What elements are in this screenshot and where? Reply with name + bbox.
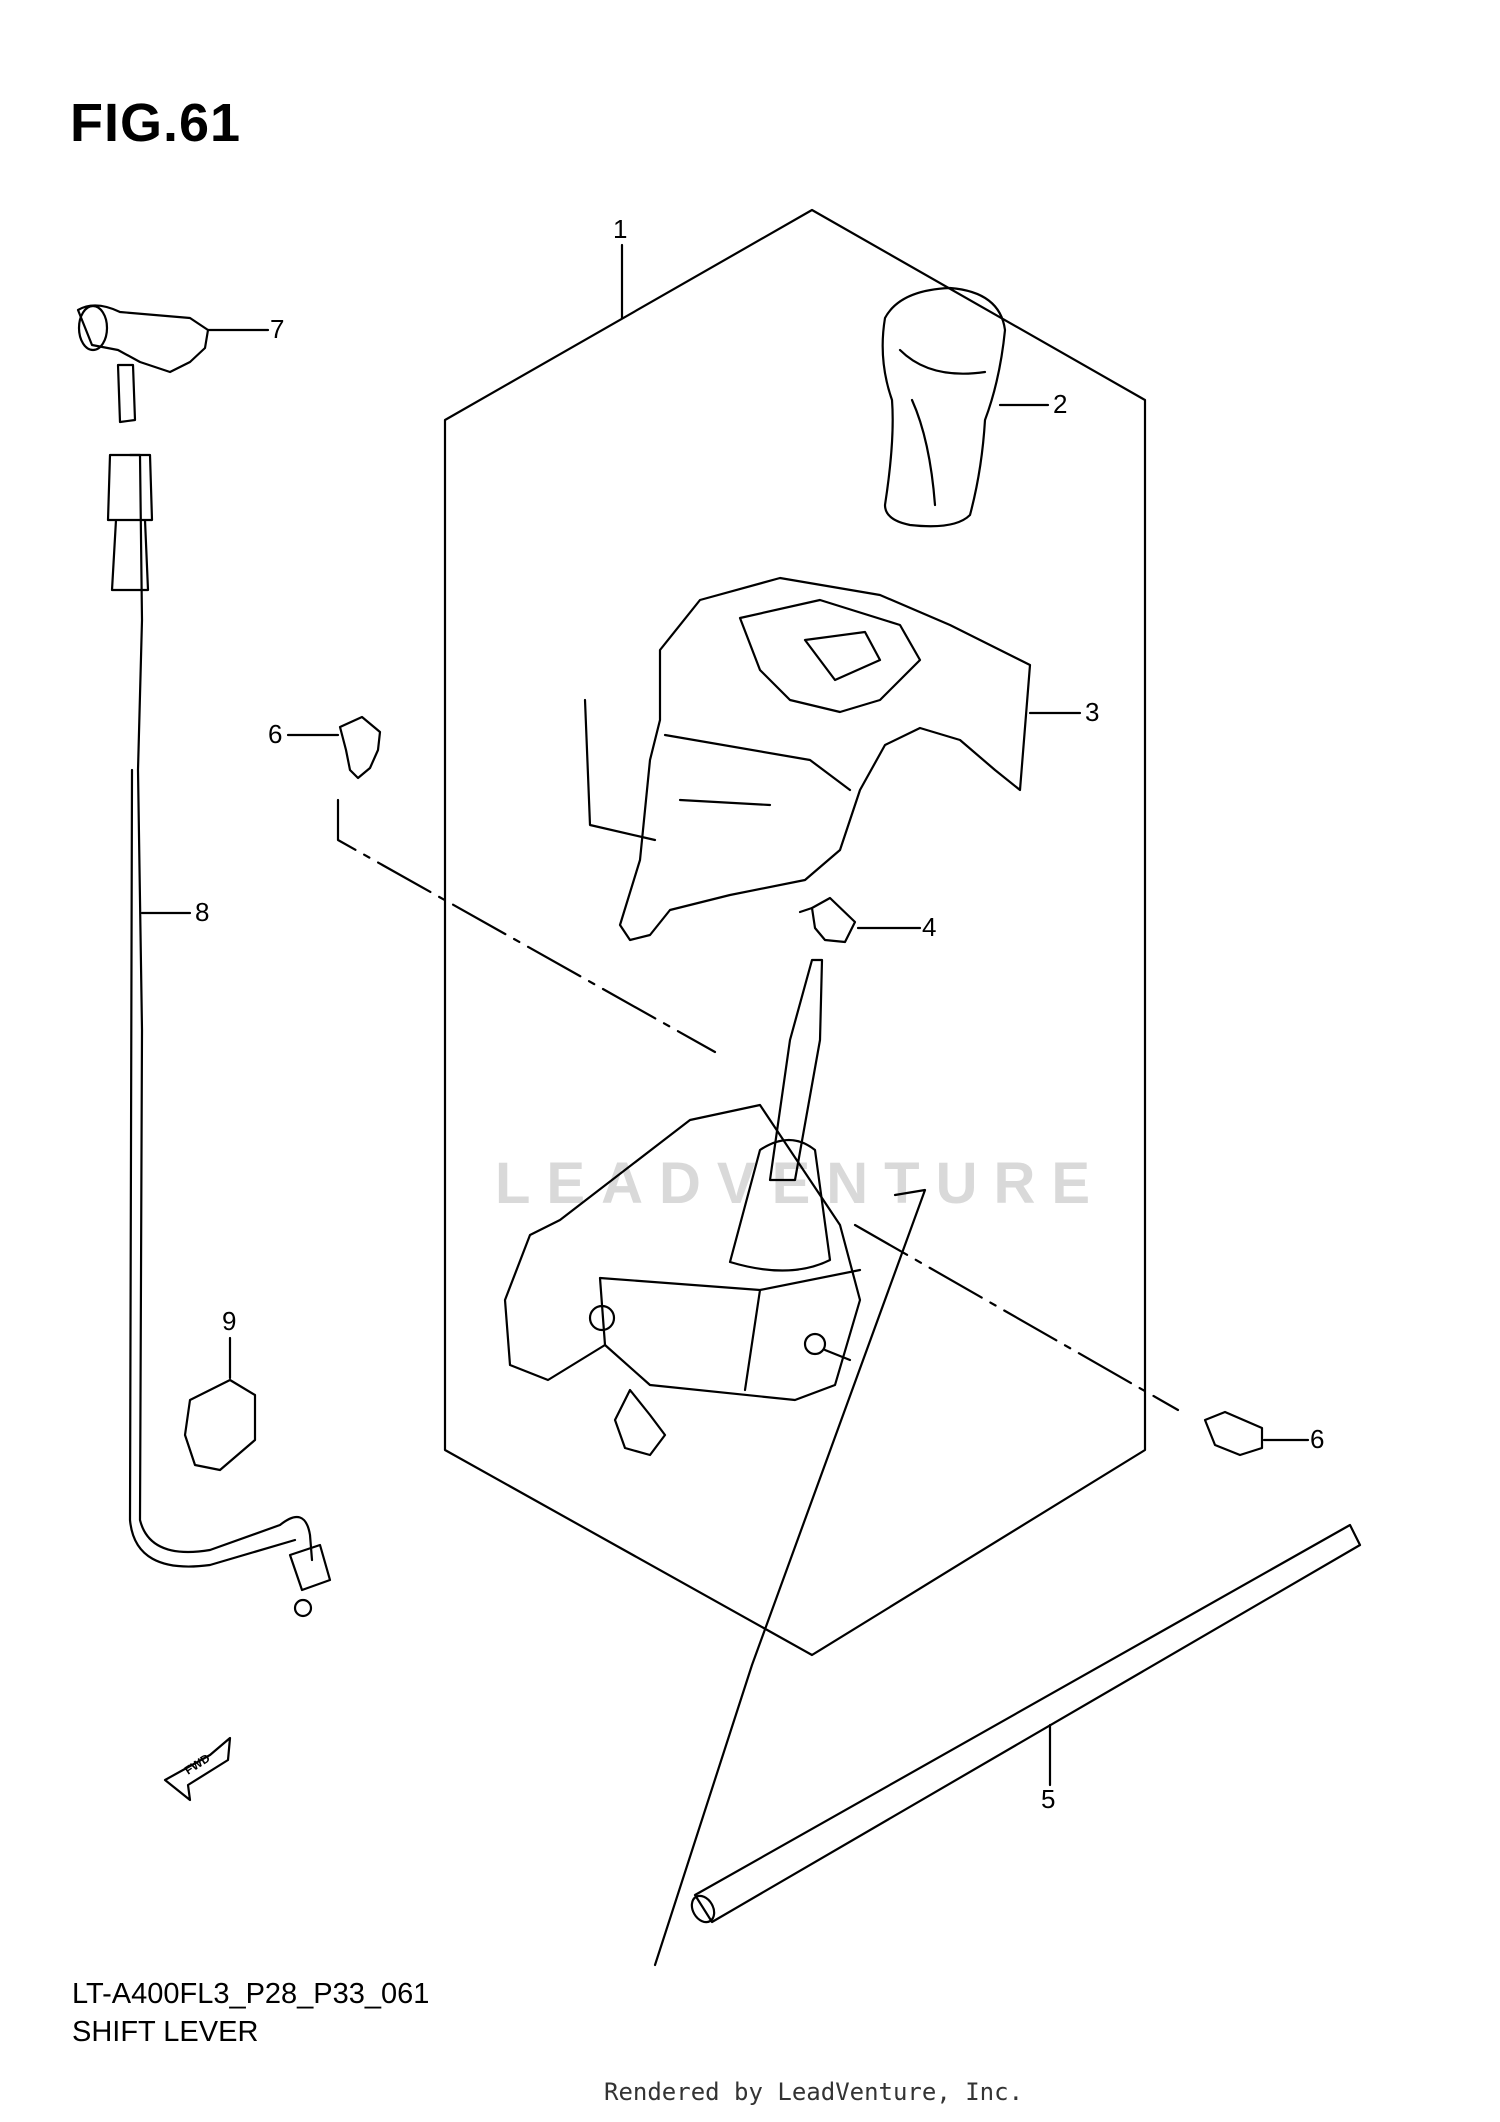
alignment-line-right xyxy=(853,1223,1180,1412)
figure-title: FIG.61 xyxy=(70,93,242,153)
cable-connector xyxy=(106,453,154,592)
callout-3: 3 xyxy=(1085,697,1099,727)
callout-8: 8 xyxy=(195,897,209,927)
callout-6-upper: 6 xyxy=(268,719,282,749)
clamp-part xyxy=(183,1378,257,1472)
bolt-6-lower-part xyxy=(1203,1410,1264,1457)
knob-detail xyxy=(898,348,987,507)
callout-9: 9 xyxy=(222,1306,236,1336)
shift-lever-rod xyxy=(768,958,824,1182)
bolt-4-shank xyxy=(798,906,814,914)
bolt-6-upper-part xyxy=(338,715,382,780)
cable-end-ball xyxy=(293,1598,313,1618)
callout-5: 5 xyxy=(1041,1784,1055,1814)
bracket-box xyxy=(598,1268,862,1392)
watermark-text: LEADVENTURE xyxy=(495,1151,1107,1216)
pivot-bolt xyxy=(588,1304,616,1332)
side-stud-pin xyxy=(823,1348,852,1362)
lever-link xyxy=(613,1388,667,1457)
callout-4: 4 xyxy=(922,912,936,942)
diagram-caption: SHIFT LEVER xyxy=(72,2016,259,2048)
cover-slot xyxy=(803,630,882,682)
pipe-part xyxy=(693,1523,1362,1924)
callout-2: 2 xyxy=(1053,389,1067,419)
alignment-line-left xyxy=(336,798,717,1054)
callout-7: 7 xyxy=(270,314,284,344)
fwd-arrow-icon xyxy=(163,1736,232,1802)
cable-housing-inner xyxy=(128,768,297,1568)
diagram-code: LT-A400FL3_P28_P33_061 xyxy=(72,1978,430,2010)
callout-6-lower: 6 xyxy=(1310,1424,1324,1454)
callout-1: 1 xyxy=(613,214,627,244)
cover-gate xyxy=(738,598,922,714)
shift-bracket-part xyxy=(503,1103,862,1402)
switch-stem xyxy=(116,363,137,424)
cable-end-fitting xyxy=(288,1543,332,1592)
shift-cover-part xyxy=(618,576,1032,942)
side-stud xyxy=(803,1332,827,1356)
cable-housing xyxy=(128,453,314,1562)
cable-switch-part xyxy=(76,304,210,374)
switch-ring xyxy=(77,304,109,352)
projection-line-pipe xyxy=(653,1188,927,1967)
render-credit: Rendered by LeadVenture, Inc. xyxy=(604,2078,1024,2106)
cover-rib xyxy=(663,733,852,807)
projection-line-cover xyxy=(583,698,657,842)
bolt-4-part xyxy=(810,896,857,944)
shift-knob-part xyxy=(881,286,1007,528)
pipe-end xyxy=(690,1894,716,1924)
assembly-outline xyxy=(443,208,1147,1657)
lever-boot xyxy=(728,1138,832,1272)
